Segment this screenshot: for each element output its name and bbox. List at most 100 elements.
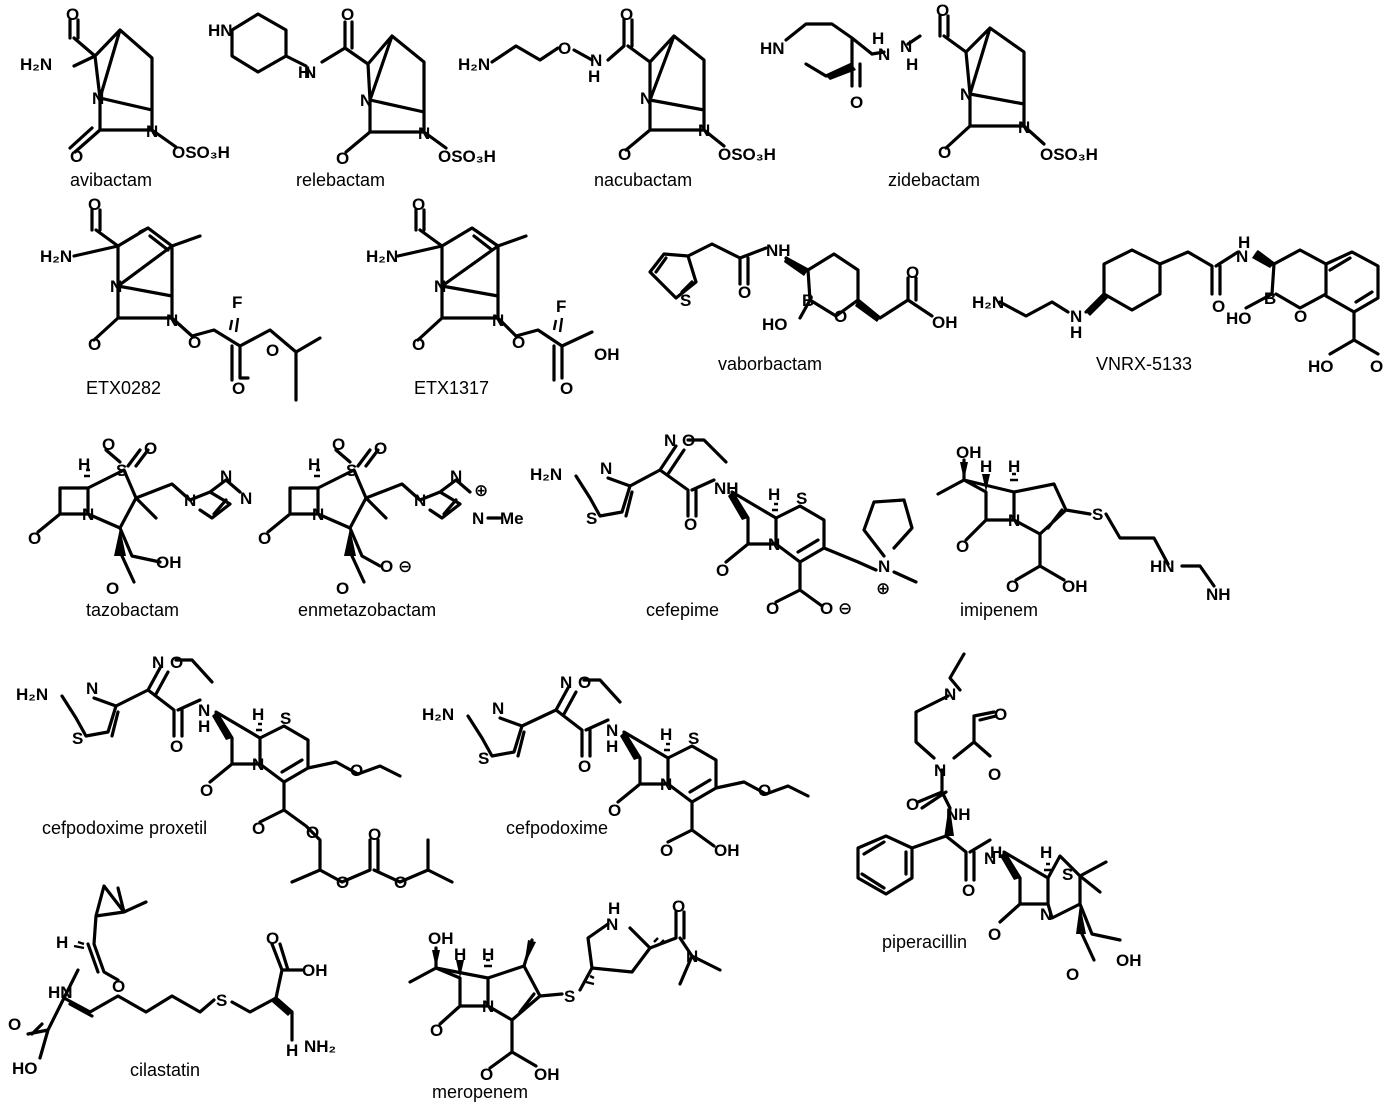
- atom-label: N: [600, 459, 612, 478]
- atom-label: S: [1092, 505, 1103, 524]
- atom-label: O: [200, 781, 213, 800]
- atom-label: O: [684, 515, 697, 534]
- compound-name: ETX1317: [414, 378, 489, 398]
- atom-label: H: [482, 945, 494, 964]
- atom-label: N: [1008, 511, 1020, 530]
- atom-label: S: [688, 729, 699, 748]
- atom-label: N: [434, 277, 446, 296]
- atom-label: NH: [946, 805, 971, 824]
- atom-label: N: [82, 505, 94, 524]
- atom-label: O: [1066, 965, 1079, 984]
- atom-label: NH₂: [304, 1037, 336, 1056]
- atom-label: H: [980, 457, 992, 476]
- atom-label: O: [936, 1, 949, 20]
- atom-label: O: [820, 599, 833, 618]
- atom-label: O: [144, 439, 157, 458]
- atom-label: S: [680, 291, 691, 310]
- atom-label: H₂N: [530, 465, 562, 484]
- atom-label: H: [56, 933, 68, 952]
- atom-label: O: [620, 5, 633, 24]
- atom-label: O: [906, 795, 919, 814]
- atom-label: O: [956, 537, 969, 556]
- atom-label: OSO₃H: [1040, 145, 1098, 164]
- atom-label: O: [336, 149, 349, 168]
- atom-label: OH: [956, 443, 982, 462]
- atom-label: N: [152, 653, 164, 672]
- atom-label: O: [906, 263, 919, 282]
- atom-label: N: [198, 701, 210, 720]
- atom-label: O: [266, 341, 279, 360]
- compound-name: relebactam: [296, 170, 385, 190]
- atom-label: S: [796, 489, 807, 508]
- atom-label: HO: [1308, 357, 1334, 376]
- atom-label: H: [906, 55, 918, 74]
- atom-label: O: [988, 925, 1001, 944]
- structure-cefpodoxime: H₂N N S N O O N H H S N O O O OH cefpodo…: [422, 673, 810, 860]
- atom-label: O: [374, 439, 387, 458]
- atom-label: HN: [1150, 557, 1175, 576]
- atom-label: N: [686, 947, 698, 966]
- atom-label: O: [394, 873, 407, 892]
- compound-name: ETX0282: [86, 378, 161, 398]
- compound-name: tazobactam: [86, 600, 179, 620]
- atom-label: O: [1212, 297, 1225, 316]
- atom-label: O: [188, 333, 201, 352]
- atom-label: NH: [714, 479, 739, 498]
- structure-meropenem: OH H H N O S N H O N O OH meropenem: [408, 897, 722, 1102]
- structure-imipenem: OH H H N O S O OH HN NH imipenem: [936, 443, 1231, 620]
- charge-plus: ⊕: [474, 481, 488, 500]
- atom-label: H: [660, 725, 672, 744]
- atom-label: N: [664, 431, 676, 450]
- atom-label: O: [332, 435, 345, 454]
- atom-label: N: [1236, 247, 1248, 266]
- atom-label: S: [346, 461, 357, 480]
- atom-label: O: [380, 557, 393, 576]
- atom-label: OSO₃H: [438, 147, 496, 166]
- atom-label: S: [586, 509, 597, 528]
- atom-label: O: [430, 1021, 443, 1040]
- compound-name: piperacillin: [882, 932, 967, 952]
- atom-label: O: [560, 379, 573, 398]
- atom-label: S: [280, 709, 291, 728]
- atom-label: HN: [208, 21, 233, 40]
- atom-label: O: [660, 841, 673, 860]
- atom-label: H: [1238, 233, 1250, 252]
- structure-tazobactam: H S O O N O N N N O OH tazobactam: [28, 435, 252, 620]
- atom-label: O: [102, 435, 115, 454]
- atom-label: O: [28, 529, 41, 548]
- atom-label: OH: [1062, 577, 1088, 596]
- atom-label: N: [900, 37, 912, 56]
- structure-piperacillin: N O O N O NH O H N H S N O O OH piperaci…: [856, 652, 1142, 984]
- atom-label: HO: [762, 315, 788, 334]
- atom-label: OH: [302, 961, 328, 980]
- atom-label: F: [556, 297, 566, 316]
- atom-label: N: [590, 51, 602, 70]
- atom-label: N: [92, 89, 104, 108]
- atom-label: HO: [12, 1059, 38, 1078]
- atom-label: H: [606, 737, 618, 756]
- compound-name: VNRX-5133: [1096, 354, 1192, 374]
- atom-label: N: [146, 122, 158, 141]
- structure-etx0282: O H₂N N N O O F O O ETX0282: [40, 195, 322, 402]
- structure-avibactam: O H₂N N N O OSO₃H avibactam: [20, 5, 230, 190]
- atom-label: OSO₃H: [172, 143, 230, 162]
- atom-label: N: [492, 699, 504, 718]
- atom-label: S: [216, 991, 227, 1010]
- atom-label: H: [298, 63, 310, 82]
- atom-label: H: [1008, 457, 1020, 476]
- structure-cefepime: H₂N N S N O O NH H S N O O O ⊖ N ⊕ cefep…: [530, 431, 918, 620]
- atom-label: O: [938, 143, 951, 162]
- atom-label: N: [984, 849, 996, 868]
- atom-label: O: [1294, 307, 1307, 326]
- atom-label: O: [336, 873, 349, 892]
- atom-label: N: [878, 557, 890, 576]
- structure-nacubactam: H₂N O N H O N N O OSO₃H nacubactam: [458, 5, 776, 190]
- atom-label: N: [660, 775, 672, 794]
- atom-label: H: [198, 717, 210, 736]
- atom-label: S: [564, 987, 575, 1006]
- atom-label: H: [990, 843, 1002, 862]
- atom-label: O: [850, 93, 863, 112]
- atom-label: N: [960, 85, 972, 104]
- atom-label: N: [1040, 905, 1052, 924]
